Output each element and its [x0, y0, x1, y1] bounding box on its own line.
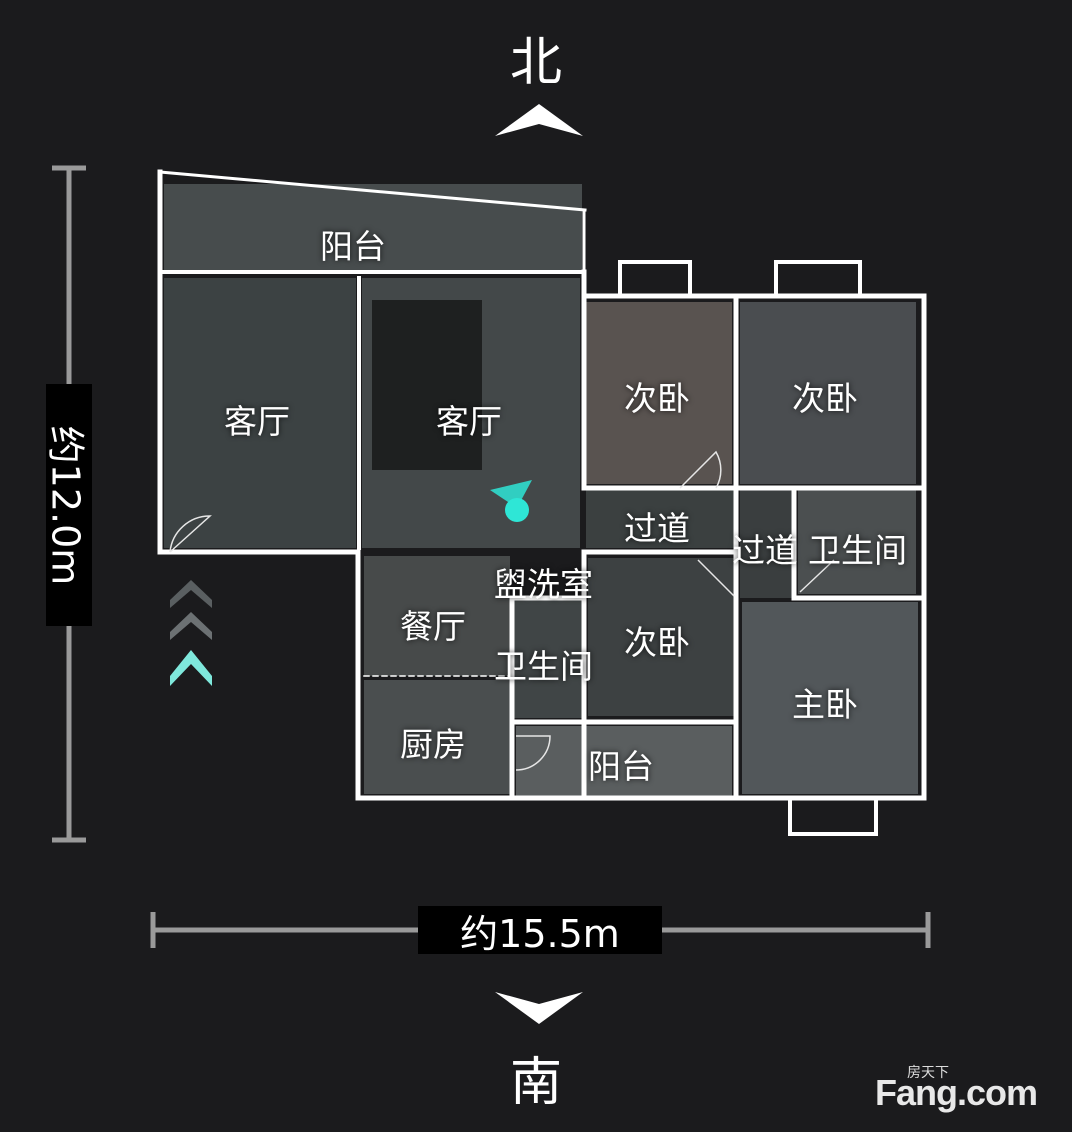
room-label-laundry: 盥洗室: [494, 565, 593, 604]
entrance-arrow-icon[interactable]: [170, 580, 212, 686]
room-label-bedroom-2c: 次卧: [624, 623, 690, 662]
room-kitchen: [364, 680, 510, 794]
room-label-master-bedroom: 主卧: [792, 685, 858, 724]
room-label-bathroom-mid: 卫生间: [494, 647, 593, 686]
room-label-living-right: 客厅: [436, 402, 502, 441]
logo-text: Fang.com: [875, 1072, 1038, 1113]
room-bedroom-2a: [586, 302, 732, 484]
room-label-dining: 餐厅: [400, 607, 466, 646]
room-label-bedroom-2a: 次卧: [624, 379, 690, 418]
doors: [169, 450, 835, 771]
room-living-left: [164, 278, 356, 548]
room-label-balcony-north: 阳台: [320, 227, 386, 266]
width-dimension-label: 约15.5m: [418, 906, 662, 956]
height-dimension-label: 约12.0m: [44, 384, 92, 626]
room-bedroom-2c: [588, 558, 734, 716]
compass-north-label: 北: [509, 33, 562, 93]
current-location-icon[interactable]: [505, 498, 529, 522]
room-master-bedroom: [742, 602, 918, 794]
south-arrow-icon[interactable]: [495, 992, 583, 1024]
north-arrow-icon[interactable]: [495, 104, 583, 136]
room-balcony-north: [164, 184, 582, 270]
room-label-bedroom-2b: 次卧: [792, 379, 858, 418]
room-label-balcony-south: 阳台: [588, 747, 654, 786]
room-fills: [164, 184, 918, 796]
room-label-corridor-2: 过道: [732, 531, 798, 570]
bedroom-door: [679, 450, 722, 489]
room-label-kitchen: 厨房: [400, 725, 466, 764]
room-dining: [364, 556, 510, 676]
fang-logo: 房天下 Fang.com: [875, 1062, 1060, 1118]
room-bathroom-mid: [514, 600, 582, 718]
compass-south-label: 南: [509, 1053, 562, 1113]
entry-door: [169, 515, 212, 553]
corridor-door: [697, 559, 735, 597]
room-balcony-south: [516, 726, 732, 796]
view-cone-icon: [490, 480, 532, 508]
room-corridor-1: [586, 490, 734, 548]
sofa: [372, 300, 482, 470]
room-label-corridor-1: 过道: [624, 509, 690, 548]
kitchen-door: [515, 735, 551, 771]
walls: [157, 169, 927, 836]
room-label-bathroom-east: 卫生间: [808, 531, 907, 570]
room-bedroom-2b: [740, 302, 916, 484]
room-bathroom-east: [798, 490, 916, 594]
logo-subtext: 房天下: [907, 1065, 949, 1081]
room-label-living-left: 客厅: [224, 402, 290, 441]
room-corridor-2: [740, 490, 792, 598]
bathroom-door: [799, 559, 835, 593]
